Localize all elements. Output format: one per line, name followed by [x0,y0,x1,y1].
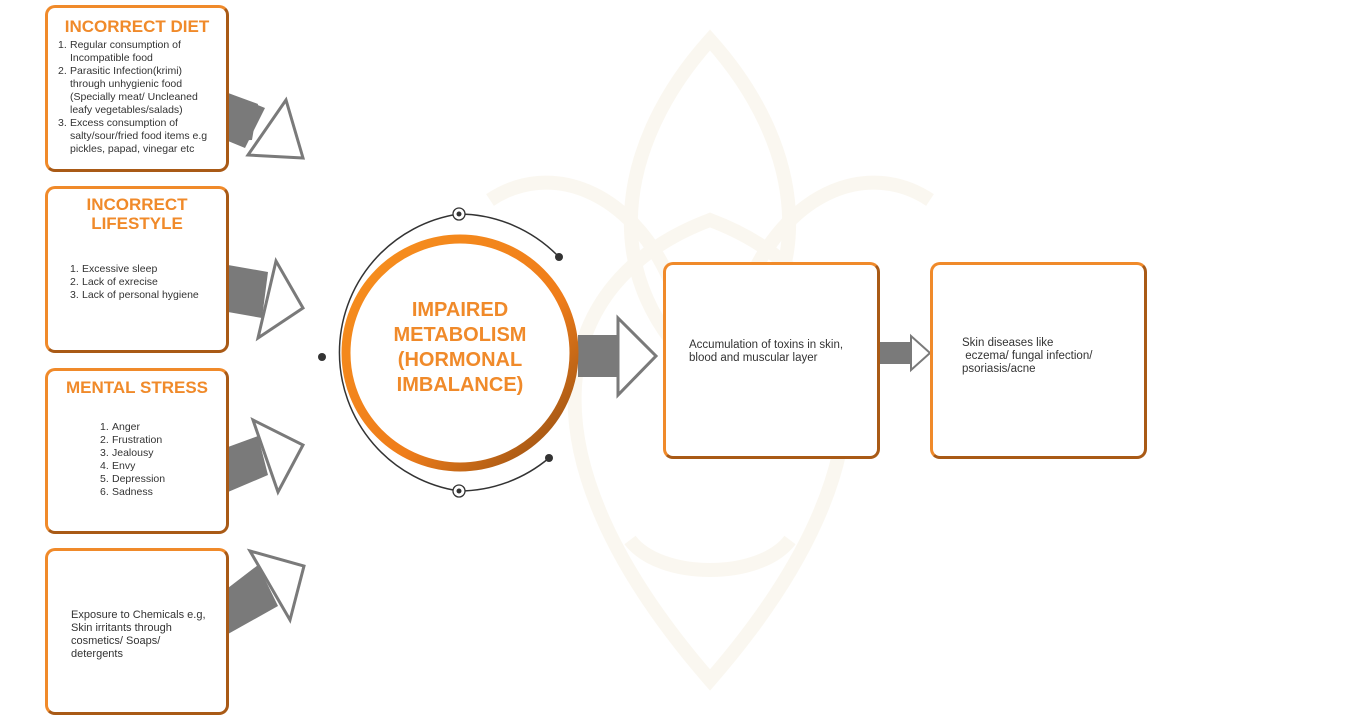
cause-title-stress: MENTAL STRESS [66,378,208,397]
list-item: 1.Regular consumption of Incompatible fo… [58,39,181,64]
cause-text-chemicals: Exposure to Chemicals e.g, Skin irritant… [71,609,206,660]
list-item: 3.Lack of personal hygiene [70,289,199,301]
list-item: 4.Envy [100,460,136,472]
cause-title-diet: INCORRECT DIET [64,17,210,36]
list-item: 5.Depression [100,473,166,485]
arrow-to-effect [578,314,659,399]
outcome-text: Skin diseases like eczema/ fungal infect… [962,337,1096,375]
list-item: 3.Jealousy [100,447,154,459]
list-item: 2.Frustration [100,434,163,446]
cause-box-diet: INCORRECT DIET 1.Regular consumption of … [45,5,229,172]
outer-ring [318,207,563,498]
outcome-box: Skin diseases like eczema/ fungal infect… [930,262,1147,459]
cause-list-diet: 1.Regular consumption of Incompatible fo… [58,39,218,156]
arrow-stress [228,417,306,496]
effect-text: Accumulation of toxins in skin, blood an… [689,339,844,364]
list-item: 2.Lack of exrecise [70,276,158,288]
arrow-lifestyle [228,256,305,342]
center-circle [341,234,579,472]
arrow-chemicals [228,548,306,634]
cause-box-lifestyle: INCORRECT LIFESTYLE 1.Excessive sleep 2.… [45,186,229,353]
list-item: 1.Excessive sleep [70,263,158,275]
cause-box-stress: MENTAL STRESS 1.Anger 2.Frustration 3.Je… [45,368,229,534]
list-item: 1.Anger [100,421,141,433]
cause-list-stress: 1.Anger 2.Frustration 3.Jealousy 4.Envy … [100,421,218,499]
arrow-diet [228,93,306,160]
list-item: 3.Excess consumption of salty/sour/fried… [58,117,208,155]
list-item: 2.Parasitic Infection(krimi) through unh… [58,65,198,116]
cause-title-lifestyle: INCORRECT LIFESTYLE [86,195,188,233]
center-title: IMPAIRED METABOLISM (HORMONAL IMBALANCE) [393,299,527,396]
arrow-to-outcome [880,333,932,373]
cause-box-chemicals: Exposure to Chemicals e.g, Skin irritant… [45,548,229,715]
cause-list-lifestyle: 1.Excessive sleep 2.Lack of exrecise 3.L… [70,263,218,302]
effect-box: Accumulation of toxins in skin, blood an… [663,262,880,459]
list-item: 6.Sadness [100,486,153,498]
